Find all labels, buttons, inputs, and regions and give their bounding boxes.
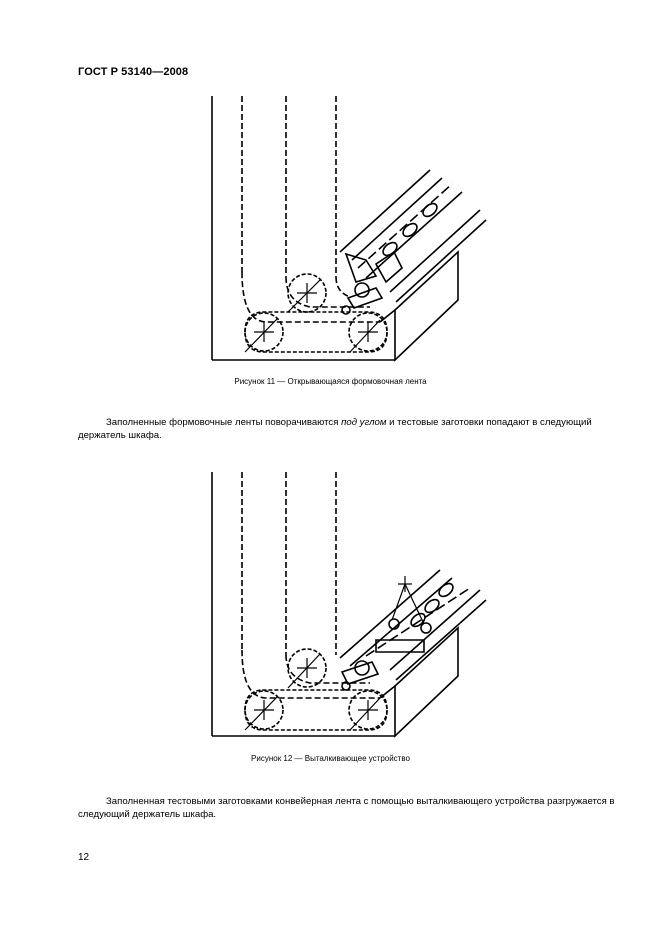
page-number: 12 xyxy=(78,852,90,863)
figure-11-caption: Рисунок 11 — Открывающаяся формовочная л… xyxy=(234,377,427,386)
opening-mold-belt-diagram xyxy=(211,96,487,362)
paragraph-1-end: и тестовые заготовки попадают в следующи… xyxy=(78,417,592,441)
figure-12-caption: Рисунок 12 — Выталкивающее устройство xyxy=(251,754,410,763)
document-header: ГОСТ Р 53140—2008 xyxy=(78,66,189,78)
paragraph-1-start: Заполненные формовочные ленты поворачива… xyxy=(106,417,342,428)
figure-11-drawing xyxy=(190,92,490,364)
paragraph-1-italic: под углом xyxy=(341,417,387,428)
paragraph-1: Заполненные формовочные ленты поворачива… xyxy=(78,416,618,442)
paragraph-2: Заполненная тестовыми заготовками конвей… xyxy=(78,796,615,820)
ejector-device-diagram xyxy=(211,472,487,738)
figure-12-drawing xyxy=(190,470,490,742)
